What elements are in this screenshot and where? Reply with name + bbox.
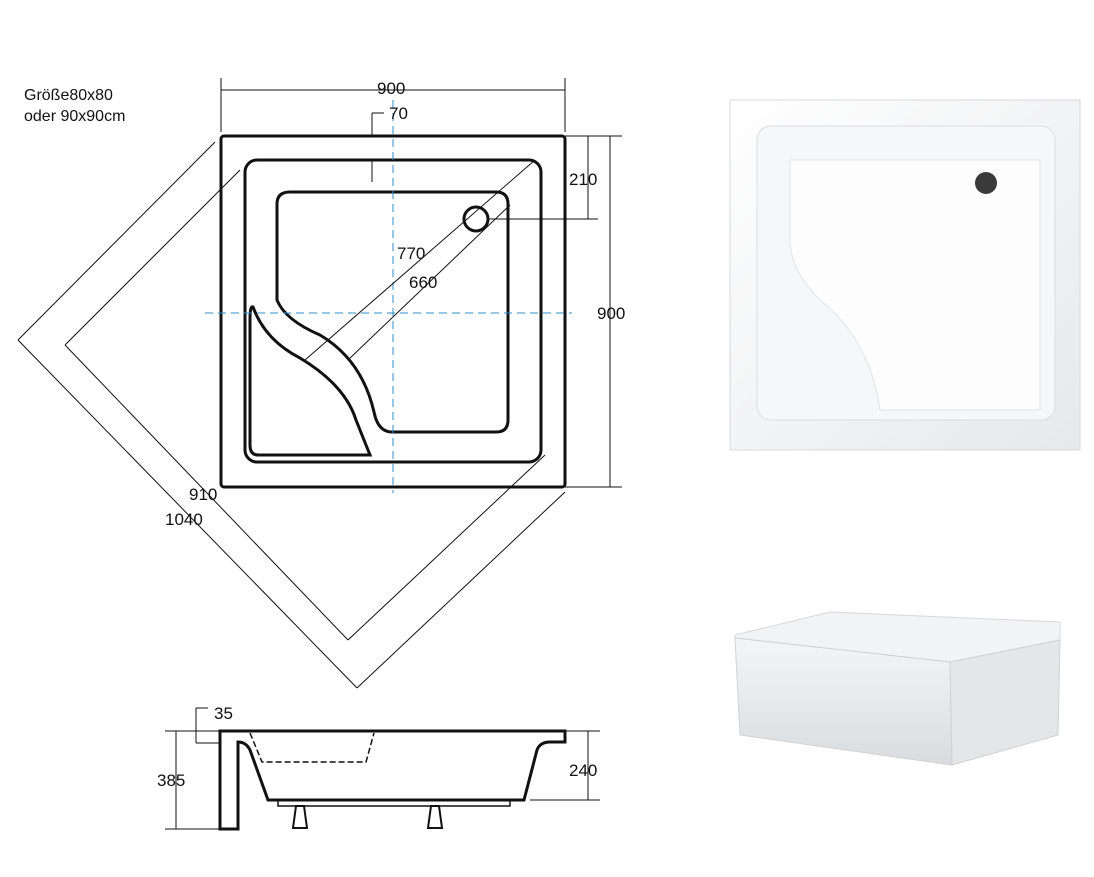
tray-outer-edge (219, 134, 567, 489)
foot-left (291, 805, 309, 829)
size-note: Größe80x80 oder 90x90cm (24, 85, 125, 127)
dim-diag-1040: 1040 (165, 510, 203, 529)
dim-rim: 35 (214, 704, 233, 723)
dim-drain-offset: 210 (569, 170, 598, 189)
tray-basin-seat (275, 190, 510, 434)
dim-seat-offset: 70 (389, 104, 408, 123)
size-note-line1: Größe80x80 (24, 87, 113, 104)
dim-diag-770: 770 (397, 244, 426, 263)
seat-curve (248, 305, 373, 457)
dim-tray-height: 240 (569, 761, 598, 780)
side-view-tray (218, 729, 567, 831)
photo-perspective-view (734, 611, 1061, 766)
foot-right (426, 805, 444, 829)
photo-top-view (729, 99, 1081, 451)
dim-top-width: 900 (377, 79, 406, 98)
size-note-line2: oder 90x90cm (24, 108, 126, 125)
dim-diag-660: 660 (409, 273, 438, 292)
dim-total-height: 385 (157, 771, 186, 790)
dim-right-height: 900 (597, 304, 626, 323)
dim-diag-910: 910 (189, 485, 218, 504)
